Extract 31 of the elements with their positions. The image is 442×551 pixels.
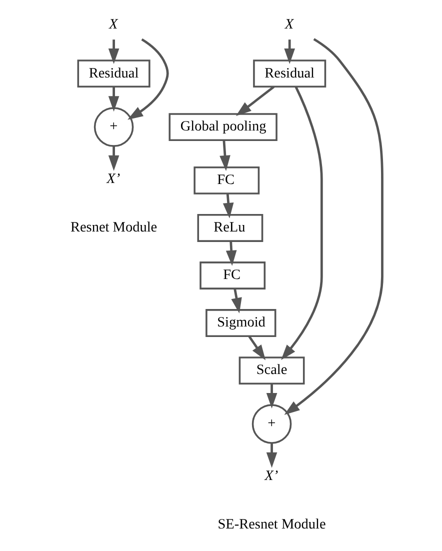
node-box: FC bbox=[194, 166, 260, 194]
node-box: Residual bbox=[253, 60, 326, 88]
arrow bbox=[236, 86, 275, 116]
arrow bbox=[266, 384, 278, 409]
node-box: Scale bbox=[238, 356, 305, 384]
node-text: X’ bbox=[264, 468, 278, 484]
node-text: X bbox=[109, 16, 118, 33]
arrow bbox=[108, 87, 120, 112]
arrow bbox=[248, 336, 266, 360]
node-box: ReLu bbox=[197, 214, 264, 242]
node-text: X bbox=[284, 16, 294, 33]
arrow bbox=[266, 443, 278, 468]
label: Resnet Module bbox=[70, 220, 158, 236]
node-circle: + bbox=[94, 107, 134, 147]
arrow bbox=[108, 40, 120, 64]
arrow bbox=[222, 194, 234, 218]
node-box: Sigmoid bbox=[206, 309, 276, 337]
arrow bbox=[128, 38, 169, 120]
label: SE-Resnet Module bbox=[218, 516, 326, 533]
arrow bbox=[284, 38, 384, 415]
arrow bbox=[226, 241, 237, 266]
node-box: Residual bbox=[77, 60, 150, 88]
arrow bbox=[281, 86, 323, 360]
arrow bbox=[231, 288, 242, 314]
node-box: Global pooling bbox=[168, 113, 278, 141]
arrow bbox=[284, 40, 296, 64]
node-box: FC bbox=[200, 262, 266, 290]
arrow bbox=[220, 140, 230, 171]
arrow bbox=[108, 146, 120, 171]
node-text: X’ bbox=[106, 170, 120, 187]
node-circle: + bbox=[252, 404, 292, 444]
